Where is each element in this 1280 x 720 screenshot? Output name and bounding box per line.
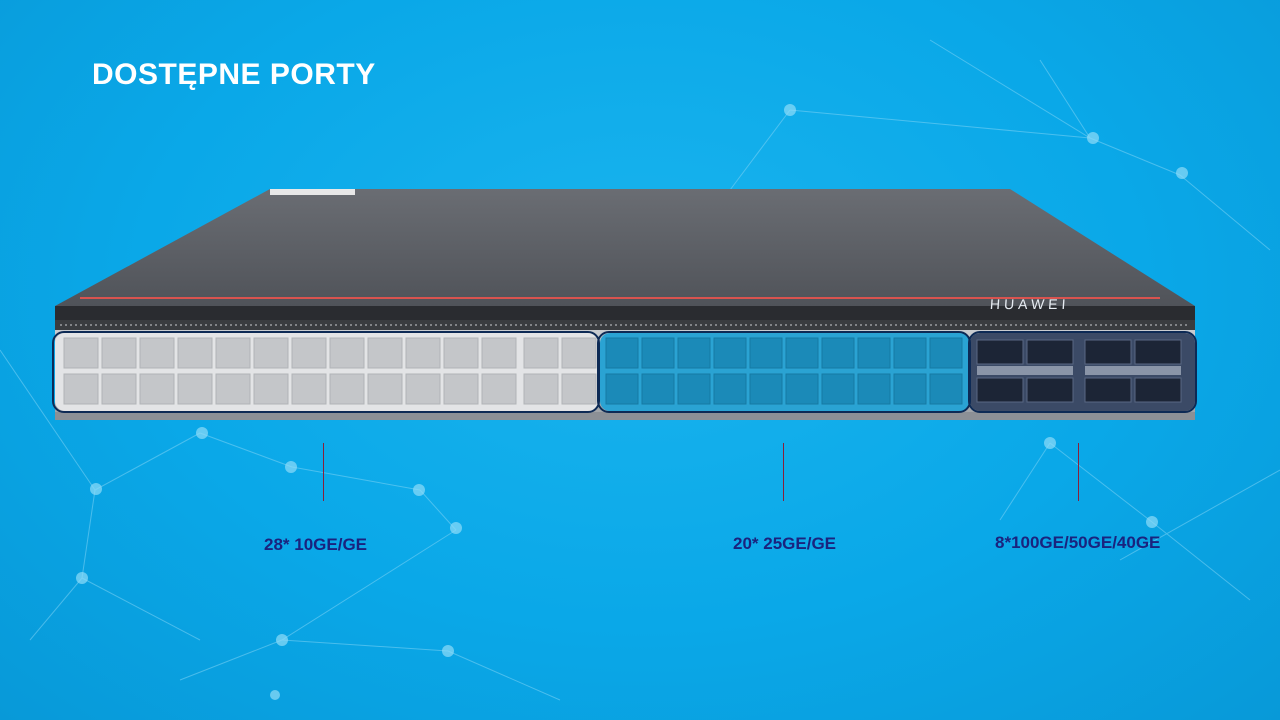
port-group-outline-100ge [968, 331, 1197, 413]
page-title: DOSTĘPNE PORTY [92, 58, 376, 91]
callout-line-25ge [783, 443, 784, 501]
port-group-label-10ge: 28* 10GE/GE [264, 535, 368, 554]
port-group-label-25ge: 20* 25GE/GE [733, 534, 837, 553]
front-bezel [55, 306, 1195, 320]
callout-line-100ge [1078, 443, 1079, 501]
sfp28-25ge-ports [600, 333, 970, 411]
port-group-outline-25ge [597, 331, 971, 413]
qsfp28-100ge-ports [970, 333, 1195, 411]
switch-top-surface [55, 189, 1195, 306]
port-group-outline-10ge [52, 331, 600, 413]
brand-logo: HUAWEI [989, 296, 1071, 312]
sfp-10ge-ports [55, 333, 600, 411]
top-label-sticker [270, 189, 355, 195]
port-group-label-100ge: 8*100GE/50GE/40GE [995, 533, 1161, 552]
callout-line-10ge [323, 443, 324, 501]
